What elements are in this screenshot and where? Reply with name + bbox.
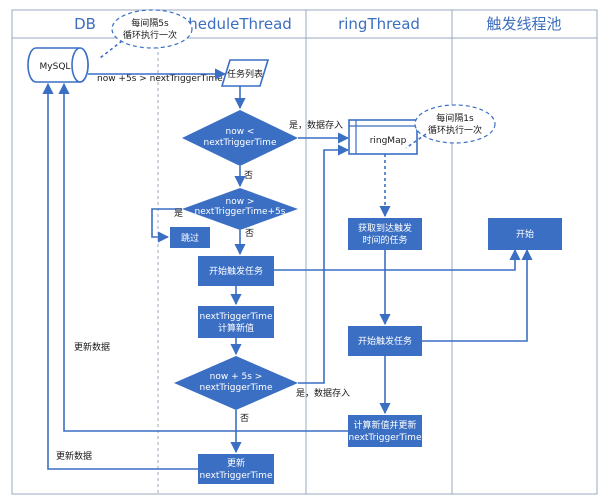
- task-list-label: 任务列表: [227, 68, 263, 80]
- calc-new-line-1: nextTriggerTime: [199, 312, 272, 322]
- bubble-left-line-2: 循环执行一次: [123, 29, 177, 41]
- decision3-line-1: now + 5s >: [210, 372, 263, 382]
- no-label-2: 否: [245, 228, 254, 239]
- no-label-3: 否: [240, 413, 249, 424]
- decision1-line-1: now <: [226, 127, 255, 137]
- bubble-left-line-1: 每间隔5s: [131, 17, 169, 29]
- ringmap-node: [348, 119, 418, 155]
- decision2-line-1: now >: [226, 197, 255, 207]
- yes-store-label-2: 是，数据存入: [296, 387, 350, 399]
- pool-start-label: 开始: [516, 228, 534, 240]
- start-trigger-label: 开始触发任务: [209, 265, 263, 277]
- ring-start-trigger-label: 开始触发任务: [358, 335, 412, 347]
- fetch-line-1: 获取到达触发: [358, 222, 412, 234]
- no-label-1: 否: [244, 170, 253, 181]
- calc-and-update-node: [348, 415, 422, 447]
- decision-now-plus-5s: [174, 356, 298, 410]
- update-line-2: nextTriggerTime: [199, 471, 272, 481]
- calc-new-line-2: 计算新值: [218, 322, 254, 334]
- query-condition-label: now +5s > nextTriggerTime: [97, 74, 223, 84]
- yes-store-label-1: 是，数据存入: [289, 119, 343, 131]
- task-list-node: [220, 59, 270, 87]
- bubble-right-line-2: 循环执行一次: [428, 124, 482, 136]
- lane-title-trigger-pool: 触发线程池: [486, 15, 561, 33]
- decision2-line-2: nextTriggerTime+5s: [195, 207, 286, 217]
- ring-start-trigger-node: [348, 326, 422, 356]
- calc-update-line-2: nextTriggerTime: [348, 433, 421, 443]
- update-line-1: 更新: [227, 457, 245, 469]
- decision3-line-2: nextTriggerTime: [199, 383, 272, 393]
- skip-node: [170, 227, 210, 248]
- skip-label: 跳过: [181, 232, 199, 244]
- calc-new-value-node: [198, 306, 274, 338]
- interval-5s-bubble: [99, 9, 193, 59]
- decision1-line-2: nextTriggerTime: [203, 138, 276, 148]
- pool-start-node: [488, 218, 562, 250]
- update-next-trigger-node: [198, 454, 274, 484]
- decision-now-gt-next-5s: [182, 188, 298, 230]
- interval-1s-bubble: [405, 104, 496, 149]
- start-trigger-node: [198, 256, 274, 286]
- swimlane-frame: [11, 9, 598, 495]
- bubble-right-line-1: 每间隔1s: [436, 112, 474, 124]
- calc-update-line-1: 计算新值并更新: [353, 419, 416, 431]
- fetch-line-2: 时间的任务: [362, 234, 407, 246]
- update-data-label-1: 更新数据: [74, 341, 110, 353]
- mysql-database-icon: [27, 47, 89, 83]
- lane-title-schedule-thread: scheduleThread: [172, 15, 292, 33]
- yes-label-1: 是: [174, 208, 183, 219]
- lane-title-db: DB: [74, 15, 96, 33]
- fetch-due-tasks-node: [348, 218, 422, 250]
- mysql-label: MySQL: [40, 62, 71, 72]
- lane-title-ring-thread: ringThread: [338, 15, 420, 33]
- update-data-label-2: 更新数据: [56, 450, 92, 462]
- decision-now-lt-next: [182, 110, 298, 166]
- ringmap-label: ringMap: [370, 136, 407, 146]
